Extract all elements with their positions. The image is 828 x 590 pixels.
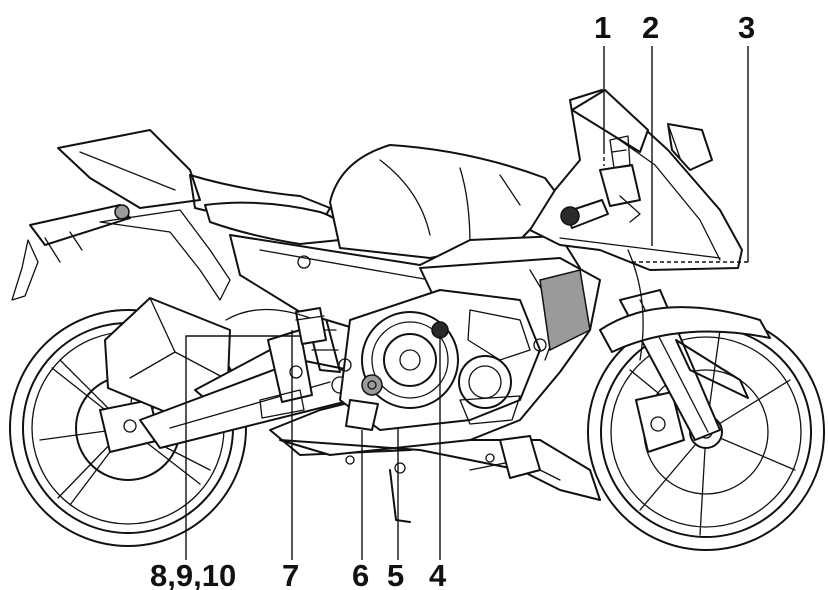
callout-6: 6 bbox=[352, 558, 369, 590]
handlebar bbox=[560, 135, 641, 229]
callout-5: 5 bbox=[387, 558, 404, 590]
callout-4: 4 bbox=[429, 558, 447, 590]
callout-3: 3 bbox=[738, 10, 755, 45]
callout-7: 7 bbox=[282, 558, 299, 590]
rear-linkage bbox=[267, 287, 341, 403]
leader-lines bbox=[185, 46, 749, 560]
callout-8-9-10: 8,9,10 bbox=[150, 558, 236, 590]
brake-lines bbox=[225, 249, 644, 361]
callout-2: 2 bbox=[642, 10, 659, 45]
side-stand bbox=[389, 469, 411, 523]
fuel-tank bbox=[329, 144, 561, 259]
callout-1: 1 bbox=[594, 10, 611, 45]
rear-brake-reservoir bbox=[295, 307, 327, 345]
tail-section bbox=[11, 129, 331, 301]
seat bbox=[204, 201, 344, 245]
rider-footpeg bbox=[259, 389, 379, 431]
